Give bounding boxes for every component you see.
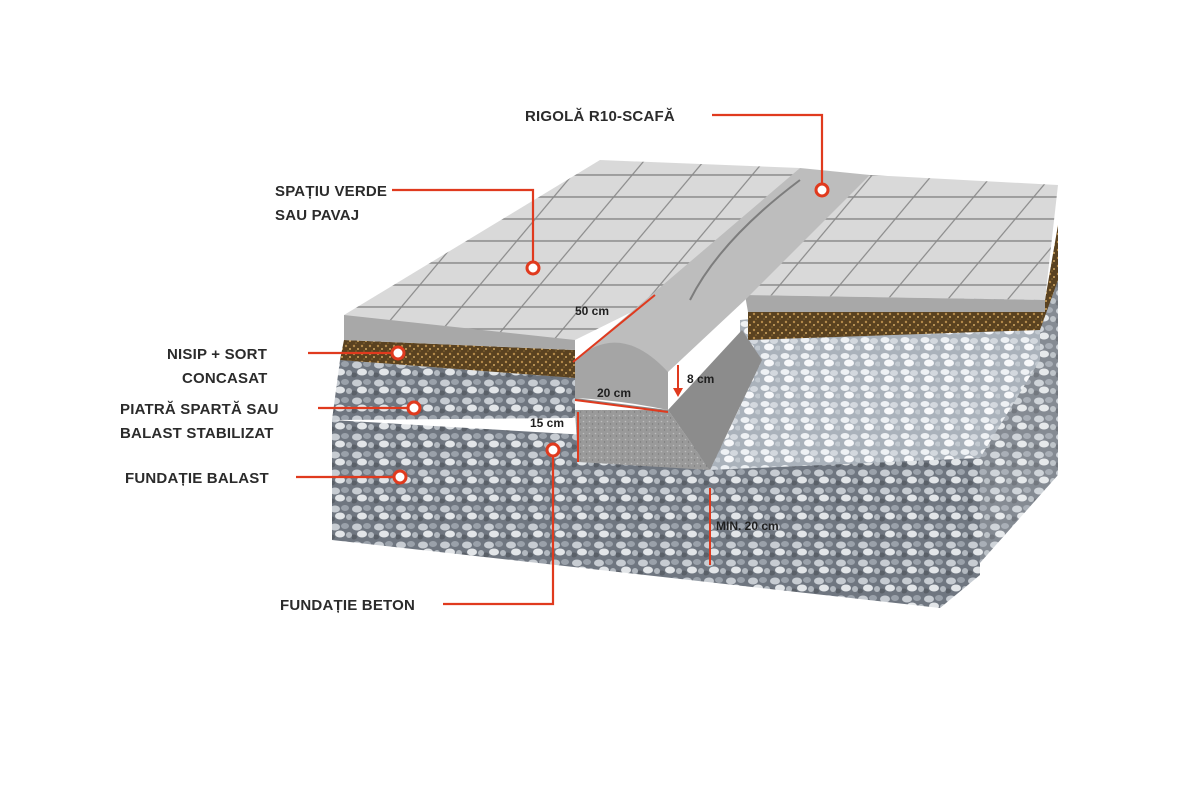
concrete-foundation	[575, 410, 710, 470]
dot-nisip	[390, 345, 406, 361]
label-fundatie-balast: FUNDAȚIE BALAST	[125, 470, 269, 487]
label-spatiu-line2: SAU PAVAJ	[275, 207, 359, 224]
label-piatra-line1: PIATRĂ SPARTĂ SAU	[120, 401, 279, 418]
dim-line-50cm	[572, 294, 656, 363]
label-fundatie-beton: FUNDAȚIE BETON	[280, 597, 415, 614]
dim-arrow-8cm	[673, 388, 683, 397]
paver-field-left	[344, 160, 800, 340]
dot-rigola	[814, 182, 830, 198]
dot-piatra	[406, 400, 422, 416]
label-piatra-line2: BALAST STABILIZAT	[120, 425, 274, 442]
label-spatiu-line1: SPAȚIU VERDE	[275, 183, 387, 200]
concrete-foundation-slope	[668, 330, 762, 470]
dim-label-20cm: 20 cm	[597, 386, 631, 400]
dim-label-50cm: 50 cm	[575, 304, 609, 318]
dim-label-min20cm: MIN. 20 cm	[716, 519, 779, 533]
crushed-stone-layer	[332, 360, 575, 420]
leader-fundatie-beton	[443, 452, 555, 606]
dim-line-20cm	[574, 399, 669, 413]
paver-field-right-front	[745, 295, 1045, 312]
leader-spatiu	[392, 188, 535, 266]
dot-fundatie-beton	[545, 442, 561, 458]
dot-fundatie-balast	[392, 469, 408, 485]
gutter-channel-curve	[575, 342, 668, 410]
label-rigola: RIGOLĂ R10-SCAFĂ	[525, 108, 675, 125]
leader-rigola	[712, 113, 824, 188]
white-gravel-area	[710, 340, 1000, 470]
dim-label-15cm: 15 cm	[530, 416, 564, 430]
label-nisip-line2: CONCASAT	[182, 370, 267, 387]
foundation-gravel-front	[332, 420, 980, 608]
paver-field-right	[745, 175, 1058, 300]
paver-field-left-front	[344, 315, 575, 350]
gutter-channel-top	[575, 168, 870, 372]
label-nisip-line1: NISIP + SORT	[167, 346, 267, 363]
dim-label-8cm: 8 cm	[687, 372, 714, 386]
dot-spatiu	[525, 260, 541, 276]
